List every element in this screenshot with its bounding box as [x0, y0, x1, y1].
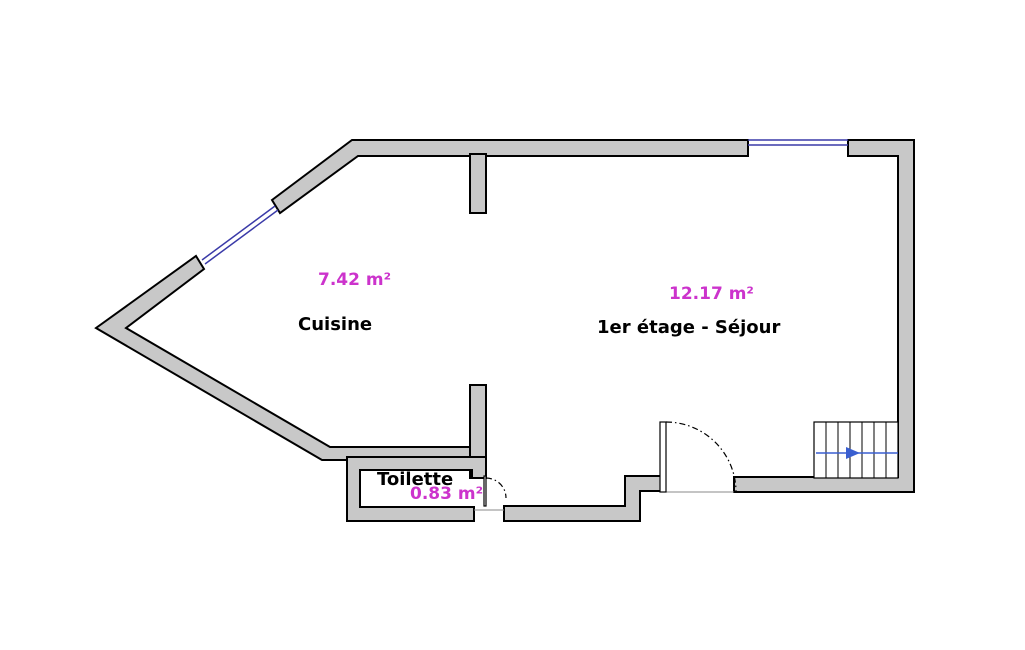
stair-arrow-icon	[846, 447, 860, 459]
wall-partition-top	[469, 153, 487, 214]
area-toilette: 0.83 m²	[410, 484, 484, 504]
window-upper-diagonal-inner	[201, 205, 276, 261]
room-name-cuisine: Cuisine	[298, 314, 373, 335]
toilet-door-leaf	[483, 475, 487, 507]
entry-door-leaf	[659, 421, 667, 493]
room-name-sejour: 1er étage - Séjour	[597, 317, 781, 338]
wall-top-left	[270, 139, 749, 215]
entry-door-swing	[665, 421, 737, 493]
window-upper-diagonal	[204, 209, 279, 265]
toilet-door-swing	[485, 477, 507, 499]
wall-bottom	[503, 475, 663, 522]
staircase	[813, 421, 899, 479]
wall-toilet	[346, 456, 487, 522]
wall-left-angled	[94, 254, 471, 461]
room-name-toilette: Toilette	[377, 469, 454, 490]
area-cuisine: 7.42 m²	[318, 270, 392, 290]
area-sejour: 12.17 m²	[669, 284, 754, 304]
